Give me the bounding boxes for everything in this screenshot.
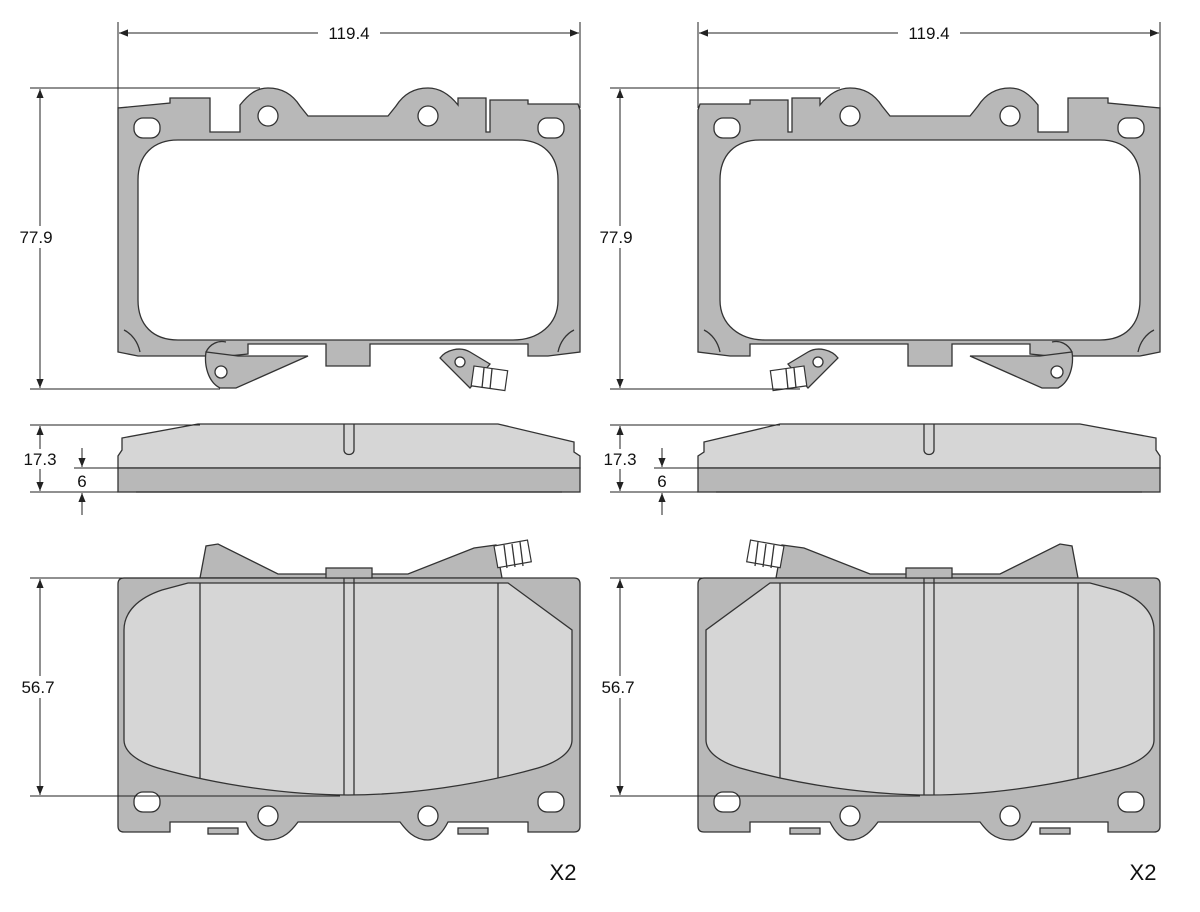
height-dimension-right: 77.9 <box>598 87 840 390</box>
thickness-plate-label: 6 <box>77 472 86 491</box>
height-label: 77.9 <box>19 228 52 247</box>
thickness-total-label: 17.3 <box>603 450 636 469</box>
thickness-plate-label: 6 <box>657 472 666 491</box>
height-dimension-left: 77.9 <box>18 87 260 390</box>
thickness-total-label: 17.3 <box>23 450 56 469</box>
side-view-right <box>697 423 1161 493</box>
width-label: 119.4 <box>328 24 369 43</box>
friction-height-dimension-right: 56.7 <box>596 577 920 797</box>
view-right: 119.4 77.9 17.3 6 56.7 X2 <box>596 22 1161 885</box>
quantity-label: X2 <box>1130 860 1157 885</box>
bottom-view-left <box>117 539 581 841</box>
side-view-left <box>117 423 581 493</box>
friction-height-dimension-left: 56.7 <box>16 577 340 797</box>
view-left: 119.4 77.9 17.3 6 56.7 <box>16 22 581 885</box>
width-label: 119.4 <box>908 24 949 43</box>
height-label: 77.9 <box>599 228 632 247</box>
friction-height-label: 56.7 <box>601 678 634 697</box>
thickness-dimension-right: 17.3 6 <box>598 424 780 515</box>
top-view-right <box>697 87 1161 392</box>
quantity-label: X2 <box>550 860 577 885</box>
friction-height-label: 56.7 <box>21 678 54 697</box>
top-view-left <box>117 87 581 392</box>
thickness-dimension-left: 17.3 6 <box>18 424 200 515</box>
width-dimension-right: 119.4 <box>697 22 1161 108</box>
width-dimension-left: 119.4 <box>117 22 581 108</box>
bottom-view-right <box>697 539 1161 841</box>
